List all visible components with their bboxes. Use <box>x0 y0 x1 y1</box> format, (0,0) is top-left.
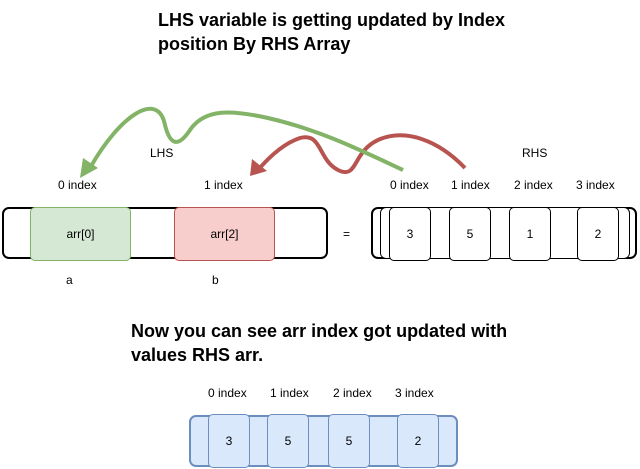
rhs-cell-0: 3 <box>389 207 431 261</box>
lhs-cell-1: arr[2] <box>174 207 275 261</box>
lhs-cell-0: arr[0] <box>30 207 131 261</box>
rhs-index-label-0: 0 index <box>390 178 429 192</box>
top-heading-line2: position By RHS Array <box>158 34 351 54</box>
red-arrow-path <box>256 133 467 174</box>
rhs-title: RHS <box>522 146 548 160</box>
result-cell-0: 3 <box>208 414 250 468</box>
result-cell-1: 5 <box>267 414 309 468</box>
result-index-label-2: 2 index <box>333 386 372 400</box>
bottom-heading-line2: values RHS arr. <box>131 345 264 365</box>
result-index-label-0: 0 index <box>208 386 247 400</box>
rhs-cell-1: 5 <box>449 207 491 261</box>
lhs-index-label-1: 1 index <box>204 178 243 192</box>
result-index-label-3: 3 index <box>395 386 434 400</box>
lhs-var-b: b <box>212 273 219 287</box>
lhs-index-label-0: 0 index <box>58 178 97 192</box>
red-arrow-head <box>250 159 267 176</box>
result-cell-2: 5 <box>328 414 370 468</box>
green-arrow-path <box>88 106 404 172</box>
top-heading-line1: LHS variable is getting updated by Index <box>158 10 506 30</box>
rhs-cell-3: 2 <box>577 207 619 261</box>
result-index-label-1: 1 index <box>270 386 309 400</box>
top-heading: LHS variable is getting updated by Index… <box>158 8 505 56</box>
bottom-heading-line1: Now you can see arr index got updated wi… <box>131 321 508 341</box>
equals-sign: = <box>343 227 351 241</box>
rhs-index-label-3: 3 index <box>576 178 615 192</box>
bottom-heading: Now you can see arr index got updated wi… <box>131 319 507 367</box>
rhs-index-label-2: 2 index <box>514 178 553 192</box>
green-arrow-head <box>80 158 98 178</box>
lhs-title: LHS <box>150 146 174 160</box>
rhs-index-label-1: 1 index <box>451 178 490 192</box>
result-cell-3: 2 <box>397 414 439 468</box>
lhs-var-a: a <box>66 273 73 287</box>
rhs-cell-2: 1 <box>509 207 551 261</box>
